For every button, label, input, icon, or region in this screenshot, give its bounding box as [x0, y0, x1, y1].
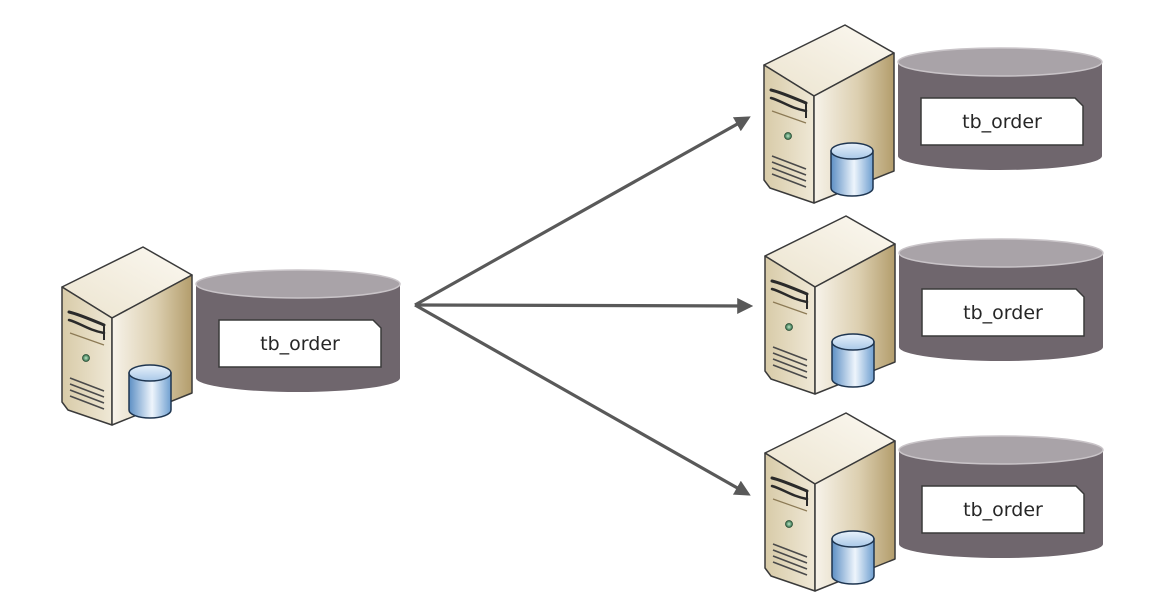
table-label: tb_order — [963, 499, 1043, 521]
table-label: tb_order — [963, 302, 1043, 324]
database-server-icon — [763, 411, 1105, 593]
table-label: tb_order — [260, 333, 340, 355]
arrow-to-target-2 — [414, 297, 754, 314]
replication-arrows — [414, 116, 754, 496]
database-server-icon — [60, 245, 402, 427]
source-node: tb_order — [60, 245, 402, 427]
target-node-3: tb_order — [763, 411, 1105, 593]
target-node-1: tb_order — [762, 23, 1104, 205]
table-label: tb_order — [962, 111, 1042, 133]
arrow-to-target-1 — [414, 116, 751, 307]
database-server-icon — [763, 214, 1105, 396]
database-server-icon — [762, 23, 1104, 205]
target-node-2: tb_order — [763, 214, 1105, 396]
arrow-to-target-3 — [414, 303, 751, 496]
